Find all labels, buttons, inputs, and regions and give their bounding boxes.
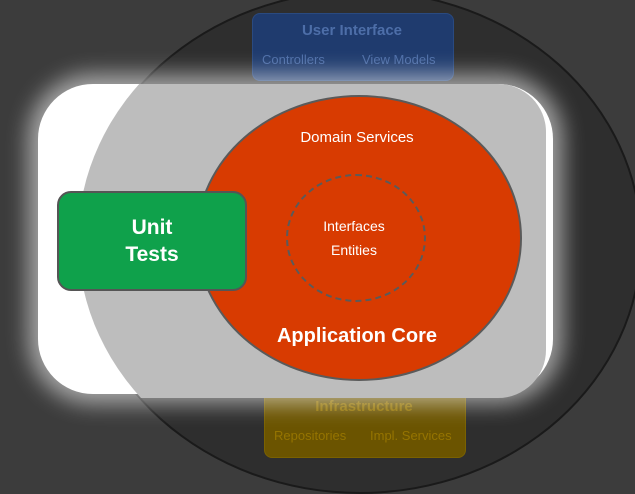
domain-services-label: Domain Services xyxy=(300,129,414,146)
unit-tests-line1: Unit xyxy=(131,216,173,239)
architecture-diagram: User Interface Controllers View Models I… xyxy=(38,0,635,494)
controllers-label: Controllers xyxy=(262,52,325,67)
view-models-label: View Models xyxy=(362,52,436,67)
user-interface-title: User Interface xyxy=(301,22,403,39)
entities-label: Entities xyxy=(331,242,377,258)
unit-tests-line2: Tests xyxy=(125,243,179,266)
infrastructure-title: Infrastructure xyxy=(315,398,413,415)
repositories-label: Repositories xyxy=(274,428,347,443)
entities-dashed-circle xyxy=(286,174,426,302)
impl-services-label: Impl. Services xyxy=(370,428,452,443)
user-interface-box xyxy=(252,13,454,81)
interfaces-label: Interfaces xyxy=(323,218,385,234)
application-core-label: Application Core xyxy=(276,325,437,347)
unit-tests-box: Unit Tests xyxy=(57,191,247,291)
